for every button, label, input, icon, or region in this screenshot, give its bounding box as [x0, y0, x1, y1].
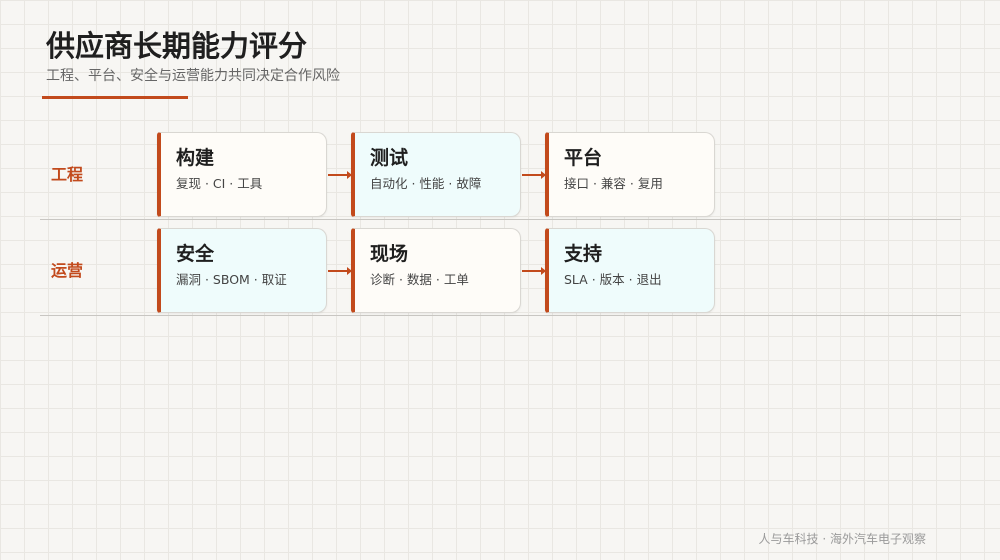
title-accent-bar — [42, 96, 188, 99]
flow-arrow-right — [328, 171, 352, 179]
card-title: 构建 — [176, 147, 215, 169]
card-test: 测试 自动化 · 性能 · 故障 — [351, 132, 521, 217]
lane-operations: 运营 安全 漏洞 · SBOM · 取证 现场 诊断 · 数据 · 工单 支持 … — [40, 219, 961, 316]
page-subtitle: 工程、平台、安全与运营能力共同决定合作风险 — [46, 68, 340, 84]
card-title: 支持 — [564, 243, 603, 265]
card-title: 平台 — [564, 147, 603, 169]
card-desc: 复现 · CI · 工具 — [176, 176, 263, 191]
card-desc: SLA · 版本 · 退出 — [564, 272, 662, 287]
card-field: 现场 诊断 · 数据 · 工单 — [351, 228, 521, 313]
card-title: 安全 — [176, 243, 215, 265]
card-build: 构建 复现 · CI · 工具 — [157, 132, 327, 217]
card-desc: 诊断 · 数据 · 工单 — [370, 272, 469, 287]
card-desc: 漏洞 · SBOM · 取证 — [176, 272, 287, 287]
header: 供应商长期能力评分 工程、平台、安全与运营能力共同决定合作风险 — [46, 26, 340, 87]
card-desc: 接口 · 兼容 · 复用 — [564, 176, 663, 191]
flow-arrow-right — [328, 267, 352, 275]
lane-engineering: 工程 构建 复现 · CI · 工具 测试 自动化 · 性能 · 故障 平台 接… — [40, 123, 961, 220]
card-title: 测试 — [370, 147, 409, 169]
card-title: 现场 — [370, 243, 409, 265]
lane-label-engineering: 工程 — [51, 165, 84, 184]
card-desc: 自动化 · 性能 · 故障 — [370, 176, 482, 191]
card-support: 支持 SLA · 版本 · 退出 — [545, 228, 715, 313]
flow-arrow-right — [522, 171, 546, 179]
flow-arrow-right — [522, 267, 546, 275]
card-security: 安全 漏洞 · SBOM · 取证 — [157, 228, 327, 313]
card-platform: 平台 接口 · 兼容 · 复用 — [545, 132, 715, 217]
lane-label-operations: 运营 — [51, 261, 84, 280]
page-title: 供应商长期能力评分 — [46, 29, 308, 63]
footer-credit: 人与车科技 · 海外汽车电子观察 — [758, 532, 926, 546]
